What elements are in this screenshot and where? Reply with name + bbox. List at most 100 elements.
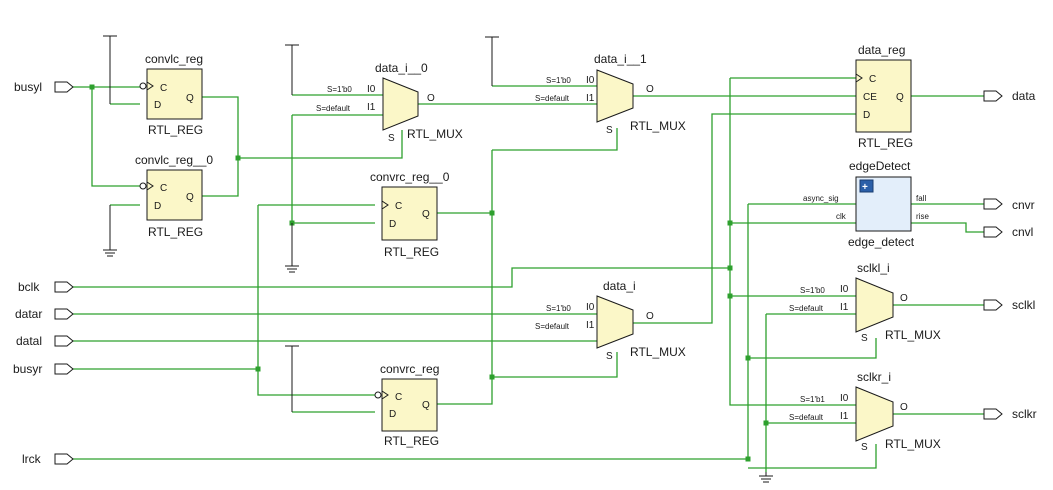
cell-type: RTL_MUX [630,119,686,133]
svg-text:S=default: S=default [535,94,570,103]
cell-name: sclkl_i [857,261,890,275]
port-label: busyr [13,362,42,376]
svg-text:C: C [395,392,402,403]
cell-name: convrc_reg [380,362,439,376]
cell-type: RTL_MUX [630,345,686,359]
output-port-sclkr[interactable]: sclkr [983,407,1037,421]
input-port-datar[interactable]: datar [15,307,74,321]
svg-text:S=default: S=default [316,104,351,113]
svg-text:Q: Q [186,93,194,104]
cell-type: RTL_MUX [885,328,941,342]
svg-text:Q: Q [422,209,430,220]
register-convrc-reg-0[interactable]: convrc_reg__0 C D Q RTL_REG [370,170,450,259]
cell-type: RTL_MUX [407,127,463,141]
svg-text:I0: I0 [840,393,849,404]
svg-text:Q: Q [422,400,430,411]
register-convlc-reg-0[interactable]: convlc_reg__0 C D Q RTL_REG [135,153,213,239]
mux-data-i-1[interactable]: data_i__1 S=1'b0 S=default I0 I1 O S RTL… [535,52,686,136]
svg-text:rise: rise [916,212,929,221]
svg-text:I0: I0 [367,84,376,95]
register-data-reg[interactable]: data_reg C CE D Q RTL_REG [855,43,913,150]
svg-text:O: O [427,93,435,104]
cell-name: edgeDetect [849,159,911,173]
svg-text:D: D [154,100,161,111]
output-port-sclkl[interactable]: sclkl [983,298,1035,312]
svg-text:S: S [861,333,868,344]
svg-text:Q: Q [896,92,904,103]
svg-text:C: C [869,74,876,85]
svg-text:CE: CE [863,92,877,103]
mux-sclkl-i[interactable]: sclkl_i S=1'b0 S=default I0 I1 O S RTL_M… [789,261,941,344]
svg-text:O: O [900,293,908,304]
svg-text:D: D [863,110,870,121]
svg-text:I1: I1 [586,93,595,104]
svg-text:C: C [160,183,167,194]
mux-data-i-0[interactable]: data_i__0 S=1'b0 S=default I0 I1 O S RTL… [316,61,463,144]
svg-text:O: O [646,84,654,95]
module-edge-detect[interactable]: edgeDetect + async_sig clk fall rise edg… [803,159,929,249]
output-port-data[interactable]: data [983,89,1036,103]
register-convlc-reg[interactable]: convlc_reg C D Q RTL_REG [139,52,203,137]
svg-text:C: C [395,201,402,212]
svg-text:I0: I0 [840,284,849,295]
svg-text:D: D [389,219,396,230]
svg-text:S=1'b0: S=1'b0 [546,76,571,85]
port-label: datal [16,334,42,348]
port-label: cnvl [1012,225,1033,239]
input-port-datal[interactable]: datal [16,334,74,348]
svg-text:fall: fall [916,194,926,203]
svg-text:I1: I1 [840,302,849,313]
svg-text:S=default: S=default [789,413,824,422]
port-label: lrck [22,452,42,466]
cell-type: edge_detect [848,235,915,249]
svg-text:C: C [160,83,167,94]
svg-text:Q: Q [186,192,194,203]
svg-text:S: S [861,442,868,453]
svg-text:async_sig: async_sig [803,194,839,203]
cell-name: data_i__0 [375,61,428,75]
cell-name: sclkr_i [857,370,891,384]
expand-icon[interactable]: + [859,179,874,193]
cell-name: data_reg [858,43,905,57]
port-label: sclkr [1012,407,1037,421]
svg-text:D: D [154,201,161,212]
port-label: bclk [18,280,40,294]
svg-text:+: + [862,182,868,193]
port-label: data [1012,89,1036,103]
mux-data-i[interactable]: data_i S=1'b0 S=default I0 I1 O S RTL_MU… [535,279,686,362]
cell-type: RTL_REG [858,136,913,150]
svg-text:S: S [606,125,613,136]
input-port-busyl[interactable]: busyl [14,80,74,94]
cell-type: RTL_MUX [885,437,941,451]
svg-text:S=default: S=default [789,304,824,313]
svg-text:S=default: S=default [535,322,570,331]
mux-sclkr-i[interactable]: sclkr_i S=1'b1 S=default I0 I1 O S RTL_M… [789,370,941,453]
input-port-busyr[interactable]: busyr [13,362,74,376]
register-convrc-reg[interactable]: convrc_reg C D Q RTL_REG [374,362,439,448]
input-port-lrck[interactable]: lrck [22,452,74,466]
svg-text:I1: I1 [840,411,849,422]
cell-type: RTL_REG [384,434,439,448]
port-label: busyl [14,80,42,94]
output-port-cnvr[interactable]: cnvr [983,198,1035,212]
svg-text:S=1'b0: S=1'b0 [327,85,352,94]
cell-name: data_i__1 [594,52,647,66]
cell-type: RTL_REG [148,123,203,137]
svg-text:I1: I1 [586,320,595,331]
output-port-cnvl[interactable]: cnvl [983,225,1033,239]
cell-name: convlc_reg__0 [135,153,213,167]
svg-text:S=1'b0: S=1'b0 [800,286,825,295]
svg-text:S: S [606,351,613,362]
svg-text:D: D [389,409,396,420]
port-label: datar [15,307,42,321]
cell-name: convlc_reg [145,52,203,66]
svg-text:S=1'b0: S=1'b0 [546,304,571,313]
input-port-bclk[interactable]: bclk [18,280,74,294]
svg-text:S=1'b1: S=1'b1 [800,395,825,404]
svg-text:O: O [900,402,908,413]
svg-text:I0: I0 [586,302,595,313]
port-label: cnvr [1012,198,1035,212]
wires [73,77,984,472]
svg-text:clk: clk [836,212,847,221]
